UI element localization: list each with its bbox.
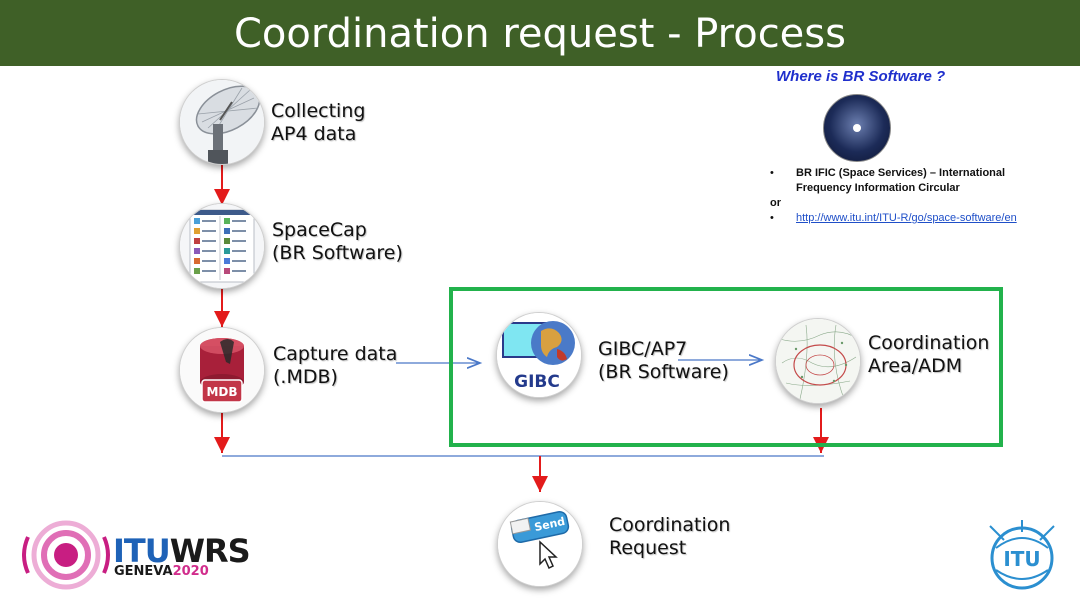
spacecap-line1: SpaceCap	[272, 219, 367, 241]
send-text: Send	[533, 515, 566, 534]
page-title: Coordination request - Process	[234, 11, 846, 57]
gibc-line2: (BR Software)	[598, 361, 729, 383]
collecting-line2: AP4 data	[271, 123, 357, 145]
coordination-map-icon	[775, 318, 861, 404]
br-software-highlight-box	[449, 287, 1003, 447]
collecting-label: Collecting AP4 data	[271, 100, 365, 146]
software-link[interactable]: http://www.itu.int/ITU-R/go/space-softwa…	[796, 212, 1017, 224]
gibc-logo-icon: GIBC	[496, 312, 582, 398]
mdb-database-icon: MDB	[179, 327, 265, 413]
spacecap-line2: (BR Software)	[272, 242, 403, 264]
coordination-request-line2: Request	[609, 537, 687, 559]
capture-label: Capture data (.MDB)	[273, 343, 397, 389]
dvd-disc-icon	[823, 94, 891, 162]
coordination-request-line1: Coordination	[609, 514, 731, 536]
coordination-request-label: Coordination Request	[609, 514, 730, 560]
year-word: 2020	[172, 564, 209, 579]
bullet: •	[770, 212, 774, 224]
itu-word: ITU	[113, 532, 171, 570]
coordination-area-label: Coordination Area/ADM	[868, 332, 989, 378]
gibc-line1: GIBC/AP7	[598, 338, 688, 360]
mdb-text: MDB	[206, 385, 237, 399]
br-software-info: • BR IFIC (Space Services) – Internation…	[770, 166, 1020, 226]
itu-wrs-wordmark: ITUWRS	[113, 532, 251, 570]
spacecap-screenshot-icon	[179, 203, 265, 289]
br-ific-text: BR IFIC (Space Services) – International…	[796, 167, 1006, 194]
or-text: or	[770, 197, 781, 209]
itu-logo-icon: ITU	[989, 520, 1055, 590]
capture-line2: (.MDB)	[273, 366, 338, 388]
software-link-item: • http://www.itu.int/ITU-R/go/space-soft…	[770, 211, 1020, 226]
coordination-area-line1: Coordination	[868, 332, 990, 354]
collecting-line1: Collecting	[271, 100, 366, 122]
geneva-word: GENEVA	[114, 564, 173, 579]
br-software-heading: Where is BR Software ?	[776, 68, 946, 85]
gibc-label: GIBC/AP7 (BR Software)	[598, 338, 729, 384]
geneva-wordmark: GENEVA2020	[114, 564, 209, 579]
title-bar: Coordination request - Process	[0, 0, 1080, 66]
satellite-dish-icon	[179, 79, 265, 165]
coordination-area-line2: Area/ADM	[868, 355, 963, 377]
spacecap-label: SpaceCap (BR Software)	[272, 219, 403, 265]
capture-line1: Capture data	[273, 343, 398, 365]
wrs-word: WRS	[169, 532, 251, 570]
gibc-logo-text: GIBC	[514, 372, 560, 392]
br-ific-item: • BR IFIC (Space Services) – Internation…	[770, 166, 1020, 196]
itu-logo-text: ITU	[1003, 547, 1040, 571]
wrs-logo-icon	[22, 520, 110, 590]
send-button-icon: Send	[497, 501, 583, 587]
bullet: •	[770, 167, 774, 179]
